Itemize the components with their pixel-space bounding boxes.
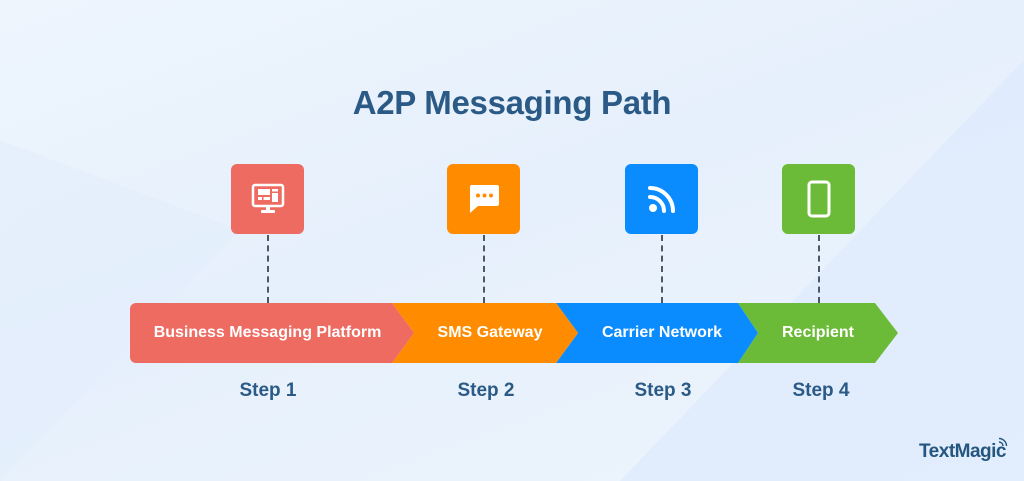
- connector-step-1: [267, 235, 269, 303]
- monitor-icon: [251, 183, 284, 213]
- segment-label-3: Carrier Network: [601, 324, 723, 341]
- step-label-3: Step 3: [634, 380, 692, 401]
- segment-recipient: [738, 303, 898, 363]
- signal-icon: [647, 186, 675, 213]
- step-label-2: Step 2: [457, 380, 515, 401]
- segment-label-2: SMS Gateway: [437, 324, 543, 341]
- step-label-1: Step 1: [239, 380, 297, 401]
- connector-step-3: [661, 235, 663, 303]
- segment-label-4: Recipient: [781, 324, 854, 341]
- segment-label-1: Business Messaging Platform: [153, 324, 382, 341]
- segment-sms-gateway: [392, 303, 578, 363]
- connector-step-4: [818, 235, 820, 303]
- segment-business-messaging-platform: [130, 303, 414, 363]
- mobile-phone-icon: [807, 180, 830, 218]
- step-4-icon-box: [782, 164, 855, 234]
- chat-bubble-icon: [469, 185, 499, 213]
- brand-logo: TextMagic: [918, 441, 1007, 462]
- connector-step-2: [483, 235, 485, 303]
- step-3-icon-box: [625, 164, 698, 234]
- page-title: A2P Messaging Path: [352, 84, 672, 121]
- step-label-4: Step 4: [792, 380, 850, 401]
- brand-signal-icon: [998, 437, 1008, 447]
- segment-carrier-network: [556, 303, 758, 363]
- step-2-icon-box: [447, 164, 520, 234]
- step-1-icon-box: [231, 164, 304, 234]
